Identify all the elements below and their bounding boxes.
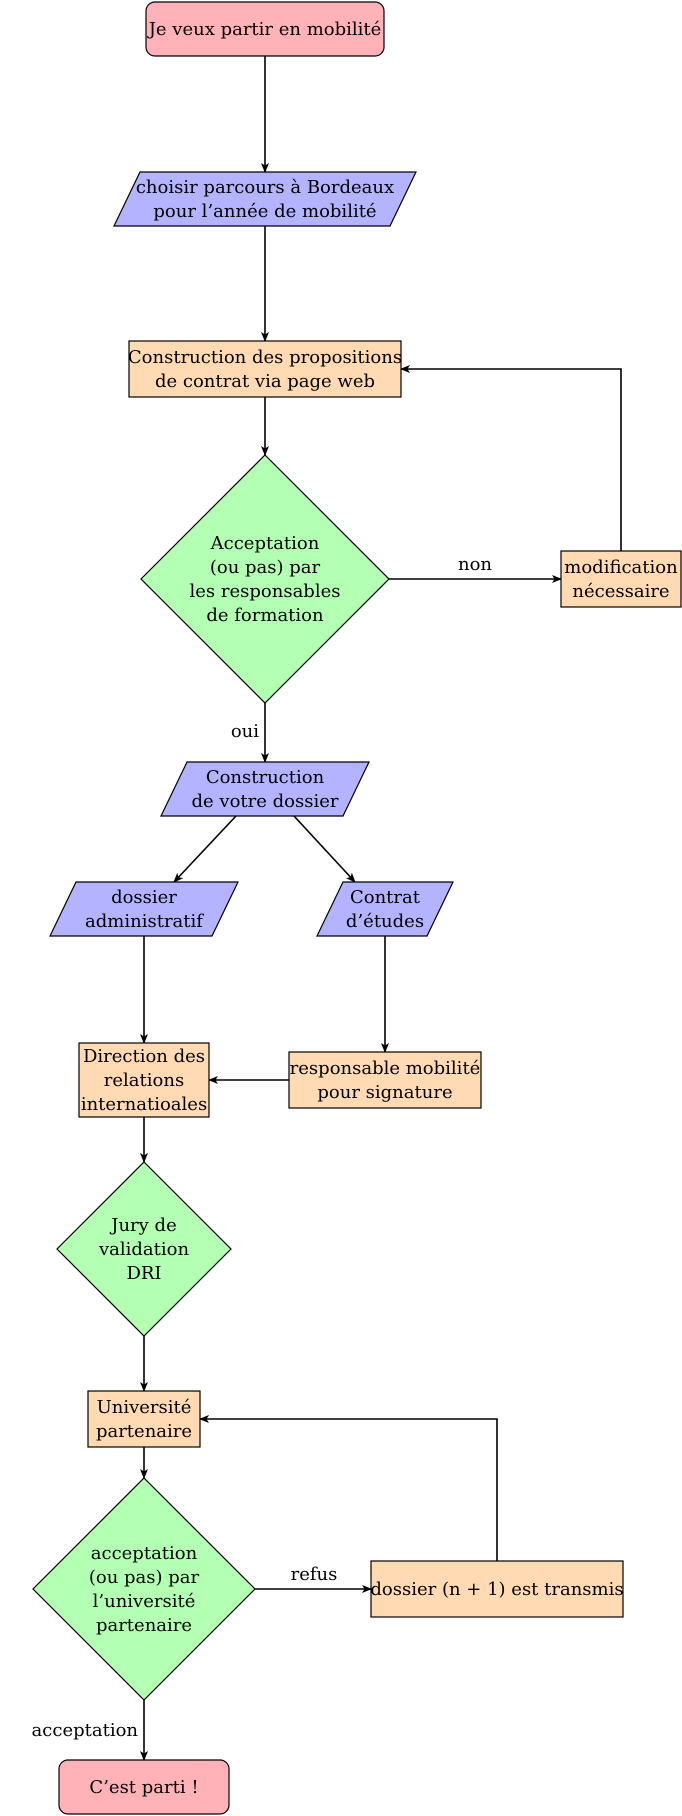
edge-arrow <box>293 815 356 883</box>
node-dossier-transmis: dossier (n + 1) est transmis <box>370 1560 624 1618</box>
node-label-line: Jury de <box>109 1215 176 1236</box>
process-shape <box>128 340 402 398</box>
node-label-line: (ou pas) par <box>89 1567 200 1588</box>
node-label-line: de formation <box>206 605 324 626</box>
node-label-line: internatioales <box>81 1094 207 1115</box>
edge-modification-to-construction-propositions <box>400 365 622 551</box>
node-label-line: choisir parcours à Bordeaux <box>136 177 394 198</box>
node-label-line: les responsables <box>190 581 341 602</box>
process-shape <box>370 1560 624 1618</box>
edge-arrow <box>400 365 622 551</box>
node-label-line: Construction des propositions <box>128 347 402 368</box>
node-label-line: Contrat <box>350 887 421 908</box>
node-label-line: dossier (n + 1) est transmis <box>370 1579 623 1600</box>
node-label-line: administratif <box>85 911 204 932</box>
node-label-line: de contrat via page web <box>155 371 375 392</box>
node-label-line: relations <box>104 1070 184 1091</box>
edge-acceptation-univ-to-end: acceptation <box>32 1700 148 1761</box>
process-shape <box>78 1042 210 1118</box>
io-shape <box>160 761 370 817</box>
edge-construction-dossier-to-dossier-admin <box>173 815 237 883</box>
edge-dossier-transmis-to-universite <box>199 1415 498 1561</box>
node-label-line: C’est parti ! <box>89 1777 198 1798</box>
nodes: Je veux partir en mobilité choisir parcou… <box>32 1 682 1815</box>
node-contrat-etudes: Contrat d’études <box>316 881 454 937</box>
node-label-line: Direction des <box>83 1046 205 1067</box>
edge-arrow <box>199 1415 498 1561</box>
node-label-line: modification <box>564 557 678 578</box>
node-dossier-admin: dossier administratif <box>49 881 239 937</box>
node-label-line: DRI <box>126 1263 161 1284</box>
terminal-shape <box>58 1759 230 1815</box>
decision-shape <box>56 1161 232 1337</box>
decision-shape <box>140 454 390 704</box>
edge-acceptation-univ-to-dossier-transmis: refus <box>255 1564 372 1593</box>
edge-construction-dossier-to-contrat-etudes <box>293 815 356 883</box>
io-shape <box>316 881 454 937</box>
node-label-line: validation <box>98 1239 189 1260</box>
node-label-line: acceptation <box>91 1543 198 1564</box>
node-direction: Direction des relations internatioales <box>78 1042 210 1118</box>
io-shape <box>49 881 239 937</box>
node-responsable: responsable mobilité pour signature <box>288 1051 482 1109</box>
node-label-line: dossier <box>111 887 177 908</box>
node-label-line: pour signature <box>317 1082 452 1103</box>
edge-label-oui: oui <box>231 721 259 742</box>
edge-label-acceptation: acceptation <box>32 1720 139 1741</box>
node-label-line: Université <box>97 1397 192 1418</box>
node-label-line: de votre dossier <box>192 791 339 812</box>
process-shape <box>288 1051 482 1109</box>
terminal-shape <box>145 1 385 57</box>
process-shape <box>87 1390 201 1448</box>
io-shape <box>113 171 417 227</box>
edge-acceptation-resp-to-construction-dossier: oui <box>231 703 269 763</box>
node-label-line: responsable mobilité <box>290 1058 481 1079</box>
node-acceptation-resp: Acceptation (ou pas) par les responsables d… <box>140 454 390 704</box>
edge-arrow <box>173 815 237 883</box>
edge-label-refus: refus <box>291 1564 338 1585</box>
node-label-line: nécessaire <box>572 581 669 602</box>
node-construction-dossier: Construction de votre dossier <box>160 761 370 817</box>
decision-shape <box>32 1477 256 1701</box>
node-construction-propositions: Construction des propositions de contrat … <box>128 340 402 398</box>
node-label-line: (ou pas) par <box>210 557 321 578</box>
node-label-line: Acceptation <box>210 533 320 554</box>
node-start: Je veux partir en mobilité <box>145 1 385 57</box>
node-universite: Université partenaire <box>87 1390 201 1448</box>
node-label-line: d’études <box>346 911 424 932</box>
node-choisir: choisir parcours à Bordeaux pour l’année … <box>113 171 417 227</box>
node-label-line: Je veux partir en mobilité <box>147 19 382 40</box>
process-shape <box>560 550 682 608</box>
edges: non oui refus acceptation <box>32 56 622 1761</box>
edge-acceptation-resp-to-modification: non <box>389 554 562 583</box>
node-label-line: Construction <box>206 767 325 788</box>
node-end: C’est parti ! <box>58 1759 230 1815</box>
node-label-line: l’université <box>93 1591 196 1612</box>
node-label-line: partenaire <box>96 1421 192 1442</box>
edge-label-non: non <box>458 554 492 575</box>
node-label-line: partenaire <box>96 1615 192 1636</box>
node-acceptation-univ: acceptation (ou pas) par l’université parte… <box>32 1477 256 1701</box>
node-label-line: pour l’année de mobilité <box>153 201 376 222</box>
node-modification: modification nécessaire <box>560 550 682 608</box>
